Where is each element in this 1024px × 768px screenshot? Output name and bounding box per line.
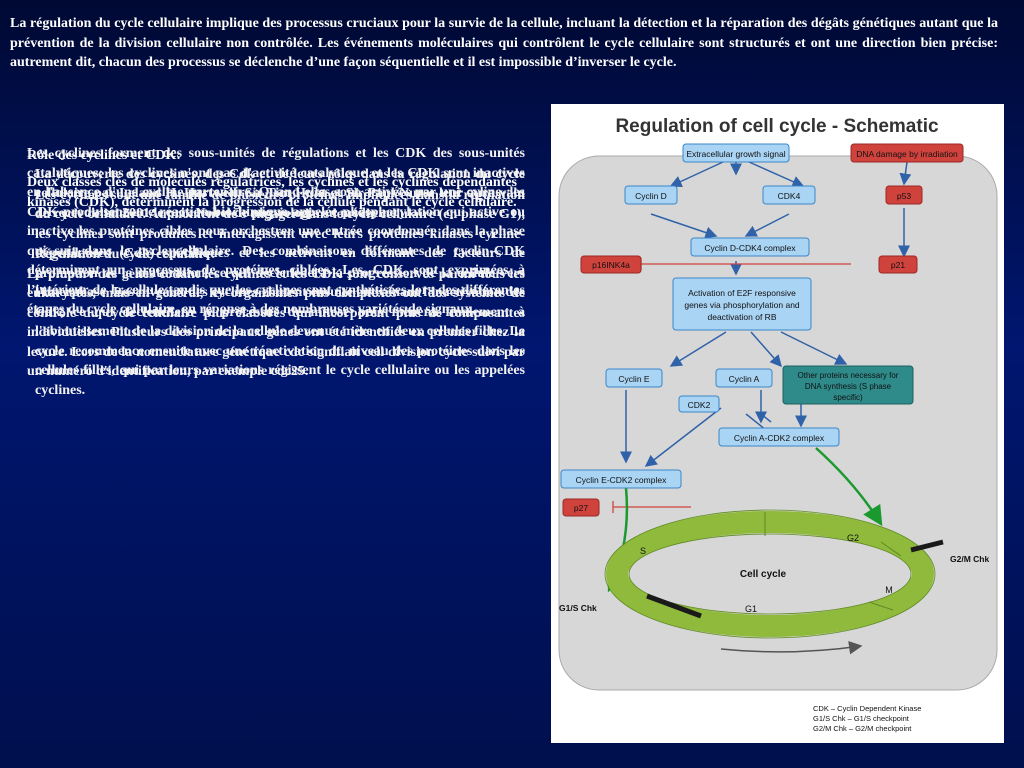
node-cyclin-d-cdk4: Cyclin D-CDK4 complex	[704, 243, 796, 253]
other-line-1: Other proteins necessary for	[798, 371, 899, 380]
node-cyclin-a: Cyclin A	[729, 374, 760, 384]
legend-line-1: CDK – Cyclin Dependent Kinase	[813, 704, 921, 713]
cell-cycle-ring	[604, 509, 944, 655]
other-line-3: specific)	[833, 393, 863, 402]
diagram-svg: Regulation of cell cycle - Schematic	[558, 116, 998, 733]
g1s-checkpoint-label: G1/S Chk	[559, 603, 597, 613]
regulation-heading: Régulation du cycle cellulaire:	[35, 247, 216, 262]
node-cdk4: CDK4	[778, 191, 801, 201]
node-p21: p21	[891, 260, 905, 270]
legend-line-3: G2/M Chk – G2/M checkpoint	[813, 724, 912, 733]
genes-paragraph: La plupart des gènes codant les cyclines…	[27, 266, 525, 380]
phase-m-label: M	[885, 585, 893, 595]
phase-g2-label: G2	[847, 533, 859, 543]
diagram-title: Regulation of cell cycle - Schematic	[615, 116, 939, 137]
nobel-paragraph: La découverte des cyclines, des Cdk et d…	[35, 166, 525, 221]
legend-line-2: G1/S Chk – G1/S checkpoint	[813, 714, 910, 723]
e2f-line-3: deactivation of RB	[708, 312, 777, 322]
e2f-line-1: Activation of E2F responsive	[688, 288, 796, 298]
intro-paragraph: La régulation du cycle cellulaire impliq…	[10, 16, 998, 70]
cell-cycle-diagram: Regulation of cell cycle - Schematic	[551, 104, 1004, 743]
e2f-line-2: genes via phosphorylation and	[684, 300, 800, 310]
node-p53: p53	[897, 191, 911, 201]
node-extracellular: Extracellular growth signal	[686, 149, 785, 159]
cdk-paragraph: Les cyclines forment des sous-unités de …	[27, 146, 525, 317]
phase-s-label: S	[640, 546, 646, 556]
node-p16: p16INK4a	[592, 260, 630, 270]
node-e2f	[672, 277, 812, 331]
node-other-proteins	[782, 365, 914, 405]
node-cyclin-a-cdk2: Cyclin A-CDK2 complex	[734, 433, 825, 443]
node-dna-damage: DNA damage by irradiation	[856, 149, 958, 159]
cyclins-paragraph: Les cyclines sont une famille de plusieu…	[35, 187, 525, 398]
cycle-center-label: Cell cycle	[740, 569, 787, 580]
role-heading: Rôle des cyclines et CDK:	[27, 148, 181, 163]
node-cdk2: CDK2	[688, 400, 711, 410]
node-cyclin-e-cdk2: Cyclin E-CDK2 complex	[576, 475, 667, 485]
role-paragraph: Deux classes clés de molécules régulatri…	[27, 175, 517, 210]
node-p27: p27	[574, 503, 588, 513]
g2m-checkpoint-label: G2/M Chk	[950, 554, 989, 564]
node-cyclin-d: Cyclin D	[635, 191, 667, 201]
node-cyclin-e: Cyclin E	[618, 374, 650, 384]
other-line-2: DNA synthesis (S phase	[805, 382, 892, 391]
phase-g1-label: G1	[745, 604, 757, 614]
